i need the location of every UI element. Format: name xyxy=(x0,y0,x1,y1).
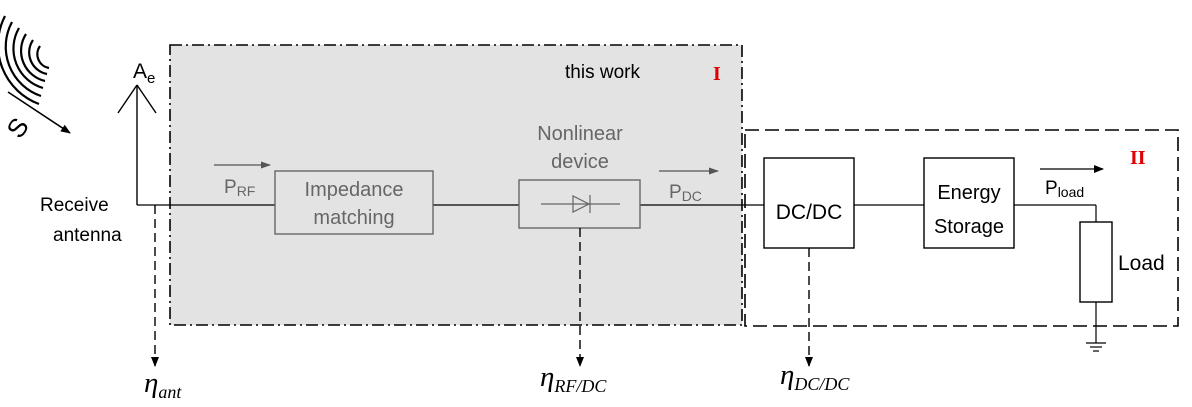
nonlinear-device-line1: Nonlinear xyxy=(537,123,623,145)
signal-path-wires xyxy=(137,204,1097,343)
energy-storage-line1: Energy xyxy=(937,182,1000,204)
power-rf-label: PRF xyxy=(224,177,255,199)
load-resistor xyxy=(1079,221,1113,303)
power-dc-label: PDC xyxy=(669,182,702,204)
dcdc-label: DC/DC xyxy=(776,201,843,224)
signal-arrow xyxy=(7,91,71,134)
antenna-aperture-label: Ae xyxy=(133,60,155,87)
receive-antenna-label-line2: antenna xyxy=(53,225,122,246)
region-1-box xyxy=(169,44,743,326)
eta-rfdc-label: ηRF/DC xyxy=(540,361,607,396)
nonlinear-device-line2: device xyxy=(551,151,609,173)
impedance-matching-line2: matching xyxy=(313,207,394,229)
region-2-numeral: II xyxy=(1130,147,1146,169)
diode-icon xyxy=(541,195,620,213)
dcdc-block xyxy=(763,157,855,249)
power-load-label: Pload xyxy=(1045,178,1084,200)
eta-dcdc-label: ηDC/DC xyxy=(780,359,850,394)
energy-storage-line2: Storage xyxy=(934,216,1004,238)
incoming-wave-icon xyxy=(0,15,50,106)
signal-label: S xyxy=(0,112,35,143)
region-2-box xyxy=(744,129,1179,327)
eta-ant-label: ηant xyxy=(144,367,182,402)
region-1-numeral: I xyxy=(713,63,721,85)
receive-antenna-label-line1: Receive xyxy=(40,195,109,216)
load-label: Load xyxy=(1118,252,1165,275)
energy-storage-block xyxy=(923,157,1015,249)
impedance-matching-line1: Impedance xyxy=(305,179,404,201)
ground-icon xyxy=(1086,342,1106,352)
region-1-caption: this work xyxy=(565,62,640,83)
impedance-matching-block xyxy=(274,170,434,235)
antenna-icon xyxy=(117,84,157,205)
